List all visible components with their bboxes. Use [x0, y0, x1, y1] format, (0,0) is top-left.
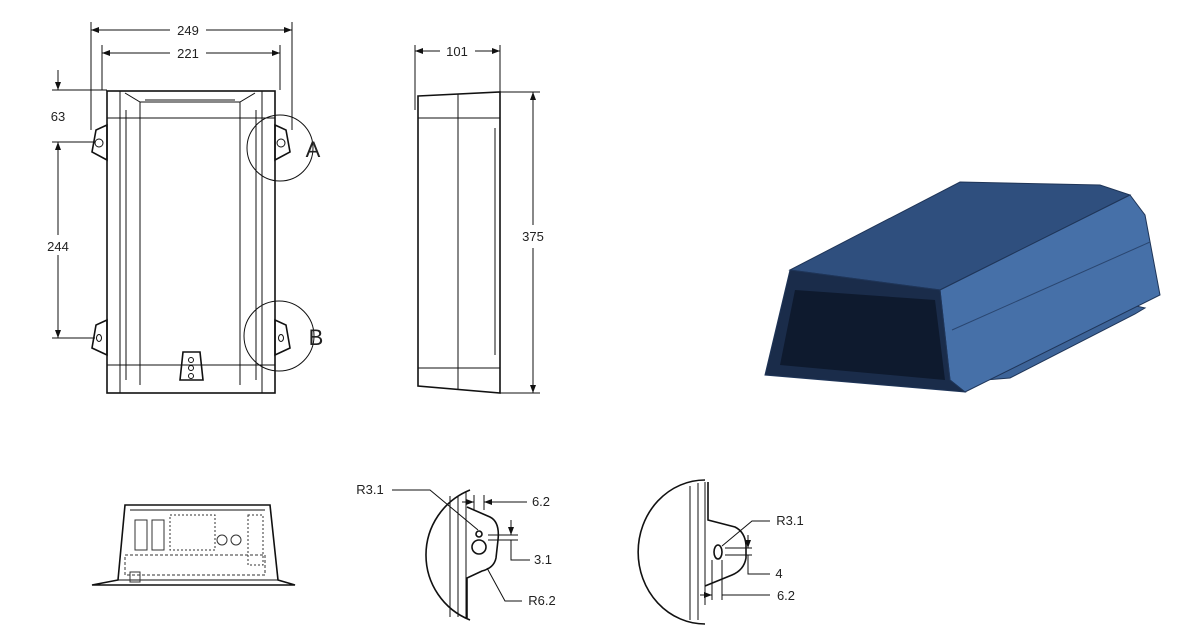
detail-a-offset: 3.1 — [534, 552, 552, 567]
detail-b-offset: 4 — [775, 566, 782, 581]
detail-b-slot-width: 6.2 — [777, 588, 795, 603]
dim-width-outer: 249 — [177, 23, 199, 38]
detail-b-view: R3.1 4 6.2 — [637, 479, 804, 625]
detail-a-view: R3.1 R6.2 6.2 3.1 — [356, 482, 556, 621]
dim-depth: 101 — [446, 44, 468, 59]
detail-b-radius: R3.1 — [776, 513, 803, 528]
dim-width-inner: 221 — [177, 46, 199, 61]
detail-a-radius-large: R6.2 — [528, 593, 555, 608]
dim-height: 375 — [522, 229, 544, 244]
detail-label-b: B — [309, 325, 324, 350]
side-view: 101 375 — [414, 44, 544, 394]
dim-hole-spacing: 244 — [47, 239, 69, 254]
detail-a-slot-width: 6.2 — [532, 494, 550, 509]
dim-top-offset: 63 — [51, 109, 65, 124]
bottom-view — [91, 504, 296, 586]
detail-label-a: A — [306, 137, 321, 162]
detail-a-radius-small: R3.1 — [356, 482, 383, 497]
isometric-view — [764, 181, 1161, 393]
front-view: 249 221 63 244 A B — [47, 22, 324, 394]
